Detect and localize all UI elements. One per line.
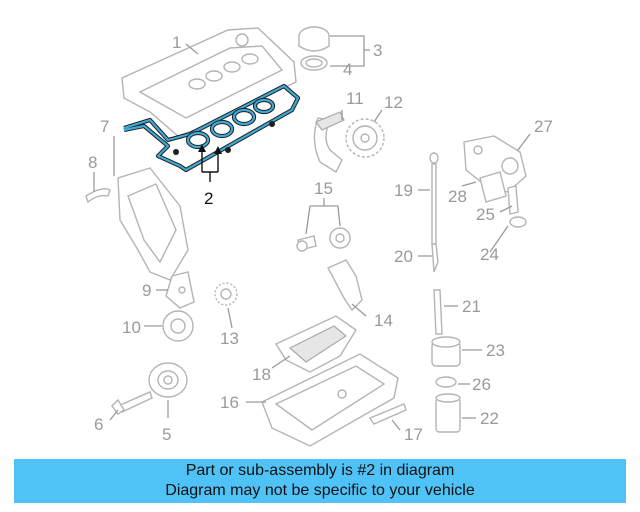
bracket-part-9	[165, 271, 195, 309]
valve-cover-gasket-part-2	[123, 83, 301, 173]
callout-9: 9	[142, 281, 151, 300]
dipstick-part-19	[429, 152, 439, 245]
callout-2: 2	[204, 189, 213, 208]
sleeve-part-25	[507, 185, 519, 215]
timing-cover-part-7	[117, 167, 189, 281]
callout-12: 12	[384, 93, 403, 112]
callout-11: 11	[346, 89, 364, 108]
callout-7: 7	[100, 117, 109, 136]
callout-26: 26	[472, 375, 491, 394]
callout-22: 22	[480, 409, 499, 428]
callout-15: 15	[314, 179, 333, 198]
callout-17: 17	[404, 425, 423, 444]
callout-5: 5	[162, 425, 171, 444]
leader-lines	[93, 35, 531, 431]
banner-line-1: Part or sub-assembly is #2 in diagram	[185, 462, 455, 479]
callout-10: 10	[122, 318, 141, 337]
callout-3: 3	[373, 41, 382, 60]
pulley-hub-part-10	[162, 310, 194, 342]
seal-strip-part-17	[368, 403, 407, 425]
crank-pulley-part-5	[148, 362, 188, 398]
parts-diagram: 1 2 3 4 5 6 7 8 9 10 11 12 13 14 15 16 1…	[85, 26, 553, 447]
callout-23: 23	[486, 341, 505, 360]
callout-19: 19	[394, 181, 413, 200]
callout-28: 28	[448, 187, 467, 206]
oil-pan-part-16	[261, 353, 399, 447]
callout-1: 1	[172, 33, 181, 52]
callout-4: 4	[343, 60, 352, 79]
callout-24: 24	[480, 245, 499, 264]
seal-part-26	[435, 376, 457, 388]
info-banner: Part or sub-assembly is #2 in diagram Di…	[14, 459, 626, 503]
oil-pan-upper-part-18	[274, 315, 357, 373]
bracket-part-14	[327, 259, 363, 312]
oil-cap-part-3	[298, 26, 330, 52]
dipstick-tube-part-20	[431, 243, 439, 273]
leader-line-part-2	[198, 144, 222, 182]
callout-20: 20	[394, 247, 413, 266]
callout-6: 6	[94, 415, 103, 434]
banner-line-2: Diagram may not be specific to your vehi…	[165, 482, 475, 499]
timing-belt-part-11	[313, 111, 345, 174]
seal-ring-part-4	[300, 55, 328, 71]
bolt-part-6	[111, 391, 153, 415]
callout-13: 13	[220, 329, 239, 348]
oil-filter-part-22	[435, 393, 461, 433]
callout-8: 8	[88, 153, 97, 172]
crank-gear-part-13	[214, 282, 238, 306]
valve-cover-part-1	[121, 27, 297, 137]
tube-part-21	[433, 289, 443, 335]
cooler-part-23	[431, 336, 461, 367]
callout-25: 25	[476, 205, 495, 224]
idler-pulley-part-15	[296, 227, 351, 252]
callout-27: 27	[534, 117, 553, 136]
callout-14: 14	[374, 311, 393, 330]
housing-part-28	[479, 171, 507, 203]
cam-sprocket-part-12	[345, 118, 385, 158]
callout-18: 18	[252, 365, 271, 384]
cover-seal-part-8	[85, 188, 111, 204]
callout-21: 21	[462, 297, 481, 316]
oring-part-24	[509, 216, 527, 228]
callout-16: 16	[220, 393, 239, 412]
